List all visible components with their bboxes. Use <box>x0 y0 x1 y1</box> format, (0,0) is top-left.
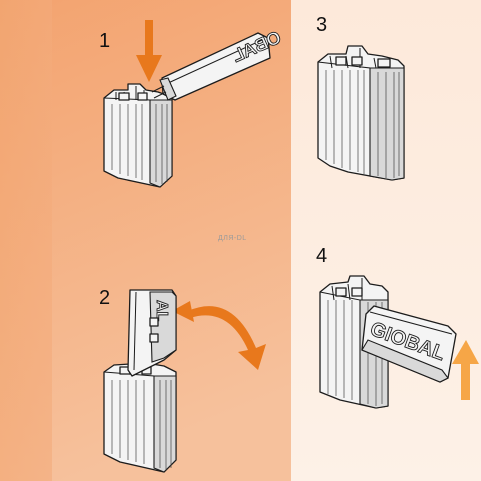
step-number-2: 2 <box>99 287 111 309</box>
step2-tool-label: AL <box>153 300 170 322</box>
step3-profile <box>317 45 405 181</box>
step-number-1: 1 <box>99 30 111 52</box>
step-number-3: 3 <box>316 14 328 36</box>
curved-arrow-icon <box>172 301 266 370</box>
step-number-4: 4 <box>316 245 328 267</box>
down-arrow-icon <box>136 20 162 82</box>
step2-illustration: AL <box>103 289 266 473</box>
step2-profile <box>103 357 177 473</box>
step4-illustration: GIOBAL <box>319 275 479 409</box>
step1-profile <box>103 83 173 188</box>
step2-tool: AL <box>127 289 177 377</box>
up-arrow-icon <box>452 340 479 400</box>
step3-illustration <box>317 45 405 181</box>
step4-tool: GIOBAL <box>361 305 457 383</box>
left-strip <box>0 0 52 481</box>
step1-illustration: OBAL <box>103 20 284 188</box>
step1-tool: OBAL <box>151 27 284 101</box>
watermark: ДЛЯ-DL <box>218 235 247 242</box>
